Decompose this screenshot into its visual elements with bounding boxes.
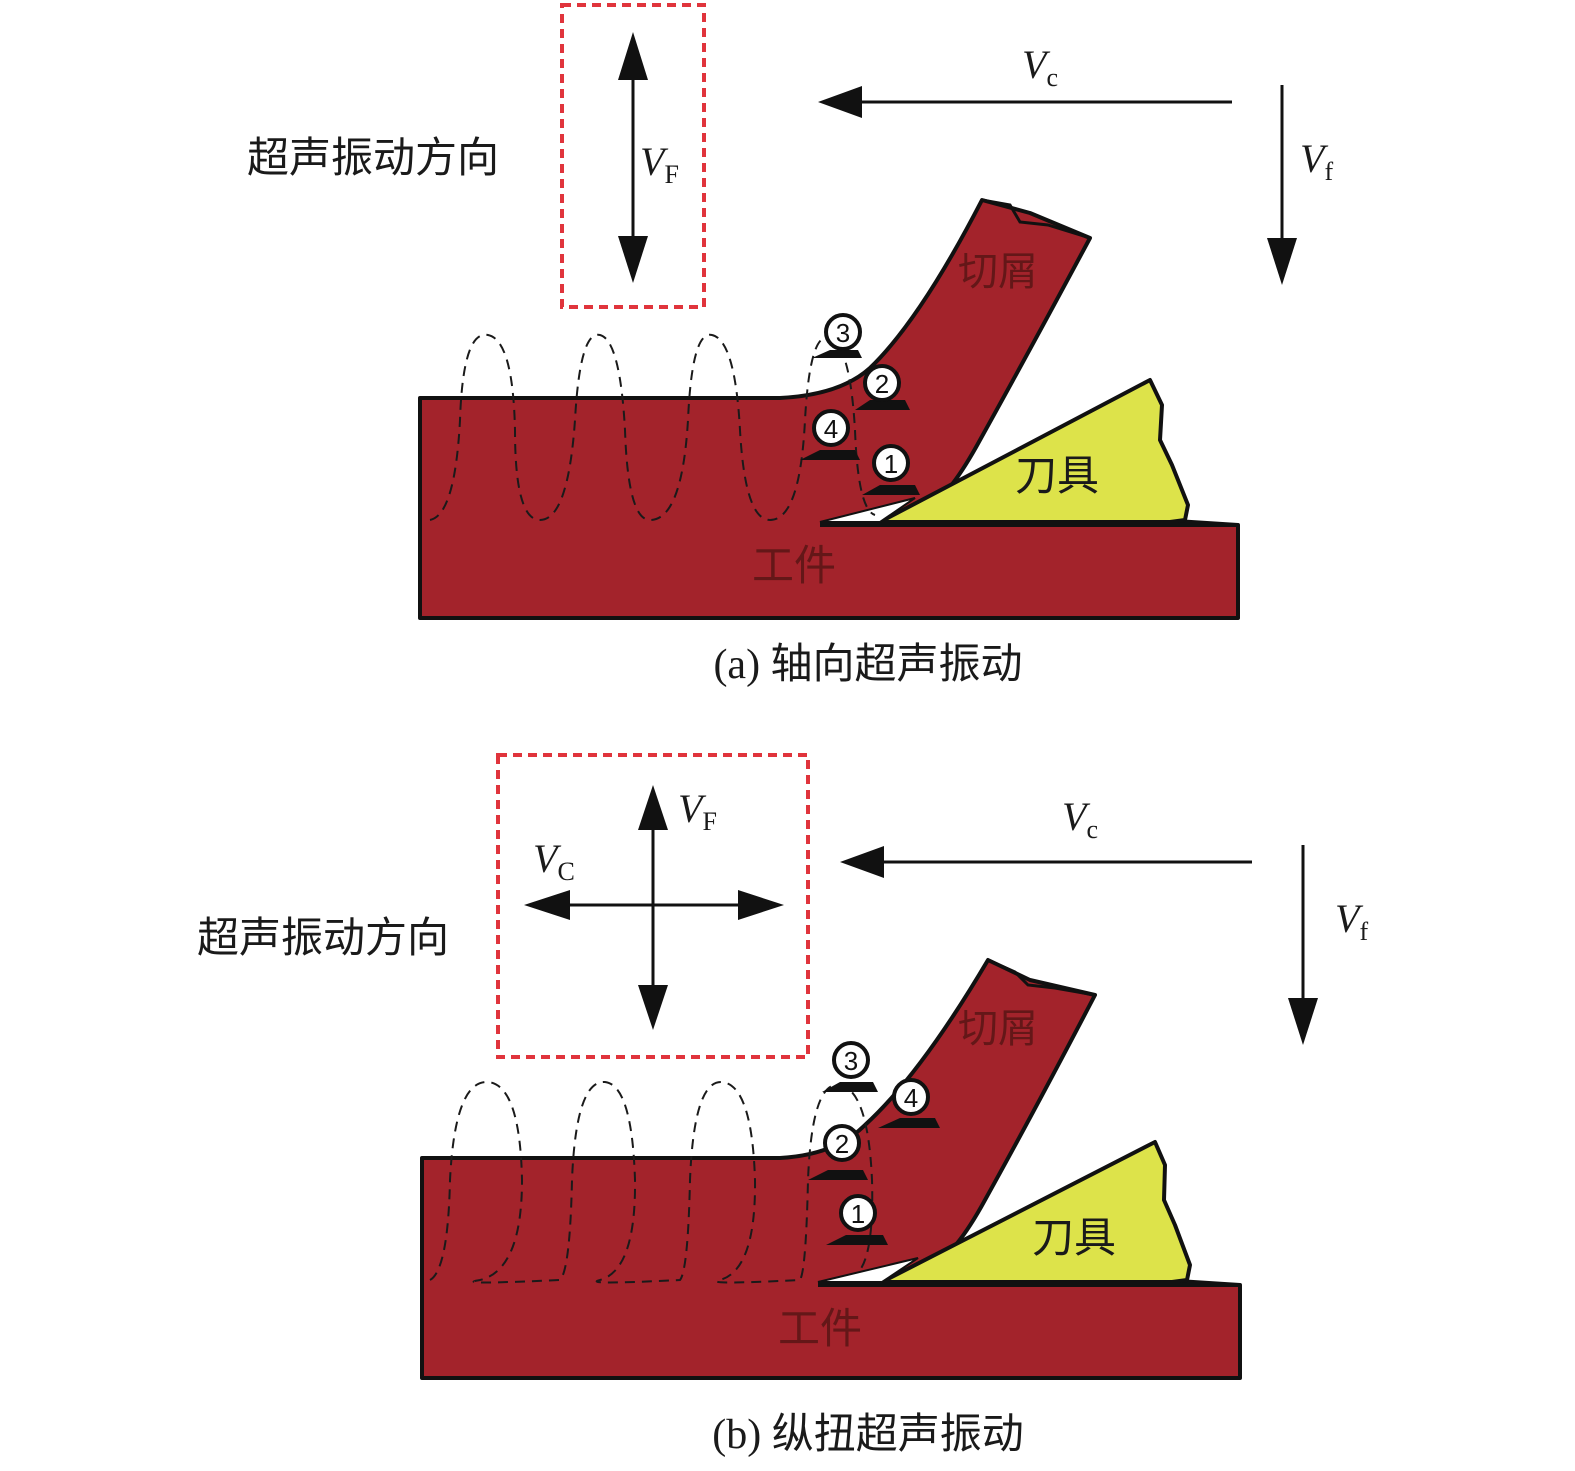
torsional-velocity-label: VC (533, 836, 575, 886)
arrow-up-icon (618, 32, 648, 240)
tool-label: 刀具 (1032, 1213, 1116, 1262)
arrow-up-icon (638, 785, 668, 830)
caption-b: (b) 纵扭超声振动 (712, 1412, 1023, 1458)
workpiece-label: 工件 (752, 541, 836, 590)
tool-label: 刀具 (1015, 451, 1099, 500)
chip-label: 切屑 (958, 1006, 1038, 1052)
numbered-marker-icon: 2 (808, 1124, 868, 1180)
cutting-tool (878, 378, 1190, 524)
vibration-direction-box (496, 753, 810, 1059)
numbered-marker-icon: 2 (855, 364, 910, 410)
caption-a: (a) 轴向超声振动 (713, 642, 1022, 688)
numbered-marker-icon: 4 (800, 409, 860, 460)
arrow-down-icon (638, 985, 668, 1030)
workpiece-label: 工件 (778, 1304, 862, 1353)
arrow-down-icon (1267, 85, 1297, 285)
cutting-velocity-label: Vc (1022, 42, 1058, 92)
arrow-left-icon (818, 86, 1232, 118)
numbered-marker-icon: 1 (862, 444, 920, 495)
svg-text:4: 4 (904, 1083, 918, 1113)
panel-a: VF 超声振动方向 Vc Vf 切屑 刀具 工件 (247, 3, 1333, 688)
numbered-marker-icon: 3 (822, 1041, 878, 1092)
arrow-down-icon (1288, 845, 1318, 1045)
direction-label: 超声振动方向 (197, 913, 449, 962)
arrow-left-icon (840, 846, 1252, 878)
vibration-velocity-label: VF (678, 786, 717, 836)
numbered-marker-icon: 3 (812, 313, 862, 358)
vibration-trajectory (429, 333, 876, 522)
svg-text:2: 2 (835, 1129, 849, 1159)
svg-text:3: 3 (844, 1046, 858, 1076)
svg-text:1: 1 (851, 1199, 865, 1229)
vibration-trajectory (429, 1080, 874, 1284)
numbered-marker-icon: 4 (878, 1078, 940, 1128)
panel-b: VF VC 超声振动方向 Vc Vf 切屑 刀具 工件 (197, 753, 1368, 1458)
numbered-marker-icon: 1 (826, 1194, 888, 1245)
cutting-velocity-label: Vc (1062, 794, 1098, 844)
svg-text:3: 3 (836, 318, 850, 348)
feed-velocity-label: Vf (1335, 896, 1368, 946)
cutting-tool (880, 1140, 1192, 1284)
svg-text:1: 1 (884, 449, 898, 479)
chip-label: 切屑 (958, 249, 1038, 295)
direction-label: 超声振动方向 (247, 133, 499, 182)
vibration-velocity-label: VF (640, 139, 679, 189)
vibration-direction-box (560, 3, 706, 309)
svg-text:2: 2 (875, 369, 889, 399)
feed-velocity-label: Vf (1300, 136, 1333, 186)
svg-text:4: 4 (824, 414, 838, 444)
arrow-down-icon (618, 236, 648, 283)
arrow-right-icon (738, 890, 784, 920)
arrow-left-icon (524, 890, 570, 920)
